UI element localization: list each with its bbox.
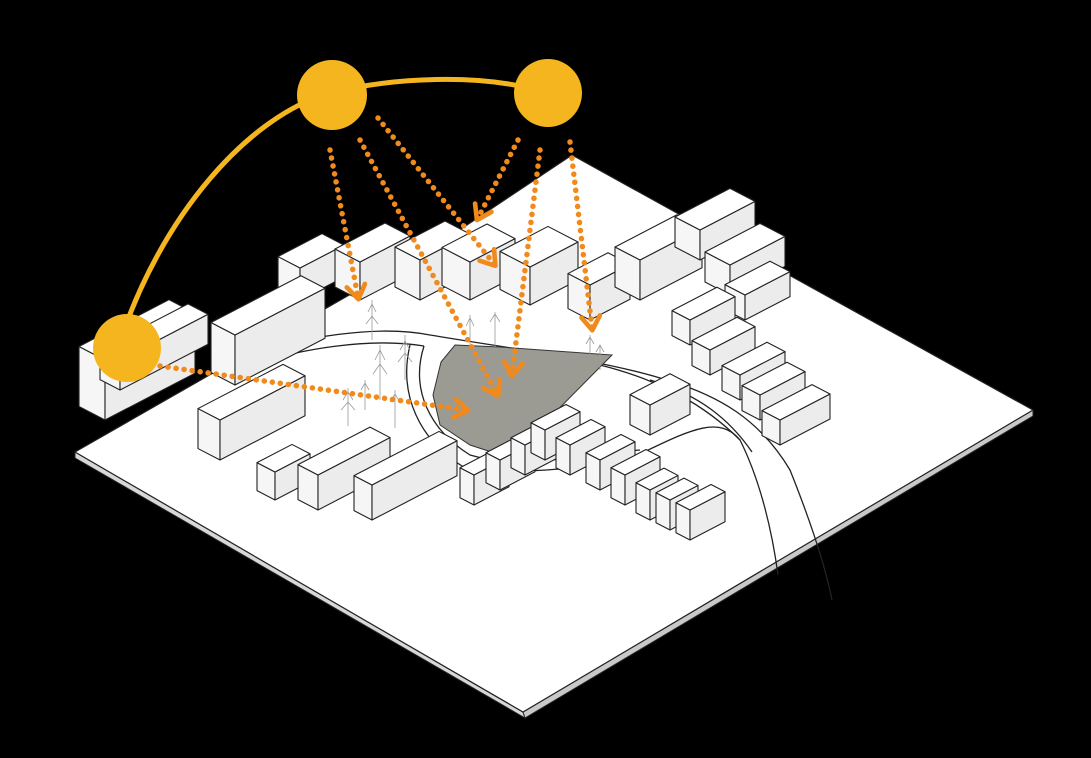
sun-noon bbox=[297, 60, 367, 130]
building-5 bbox=[499, 225, 579, 306]
building-15 bbox=[761, 384, 831, 446]
ray-7 bbox=[157, 363, 471, 420]
building-22 bbox=[353, 430, 458, 521]
ray-1 bbox=[327, 147, 368, 302]
sunlight-rays bbox=[157, 115, 603, 420]
ray-6 bbox=[567, 139, 603, 333]
building-33 bbox=[629, 373, 691, 436]
ray-3 bbox=[375, 115, 498, 269]
building-19 bbox=[197, 363, 306, 461]
sun-positions bbox=[93, 59, 582, 382]
building-12 bbox=[691, 316, 756, 376]
shaded-plaza bbox=[432, 344, 614, 459]
ray-5 bbox=[501, 147, 543, 379]
sun-afternoon bbox=[514, 59, 582, 127]
ray-2 bbox=[357, 137, 502, 399]
ray-4 bbox=[472, 137, 521, 223]
building-11 bbox=[671, 286, 736, 346]
building-27 bbox=[555, 418, 606, 476]
building-8 bbox=[674, 187, 756, 261]
building-18 bbox=[210, 275, 326, 386]
sun-morning bbox=[93, 314, 161, 382]
building-21 bbox=[297, 426, 391, 511]
building-32 bbox=[675, 483, 726, 541]
